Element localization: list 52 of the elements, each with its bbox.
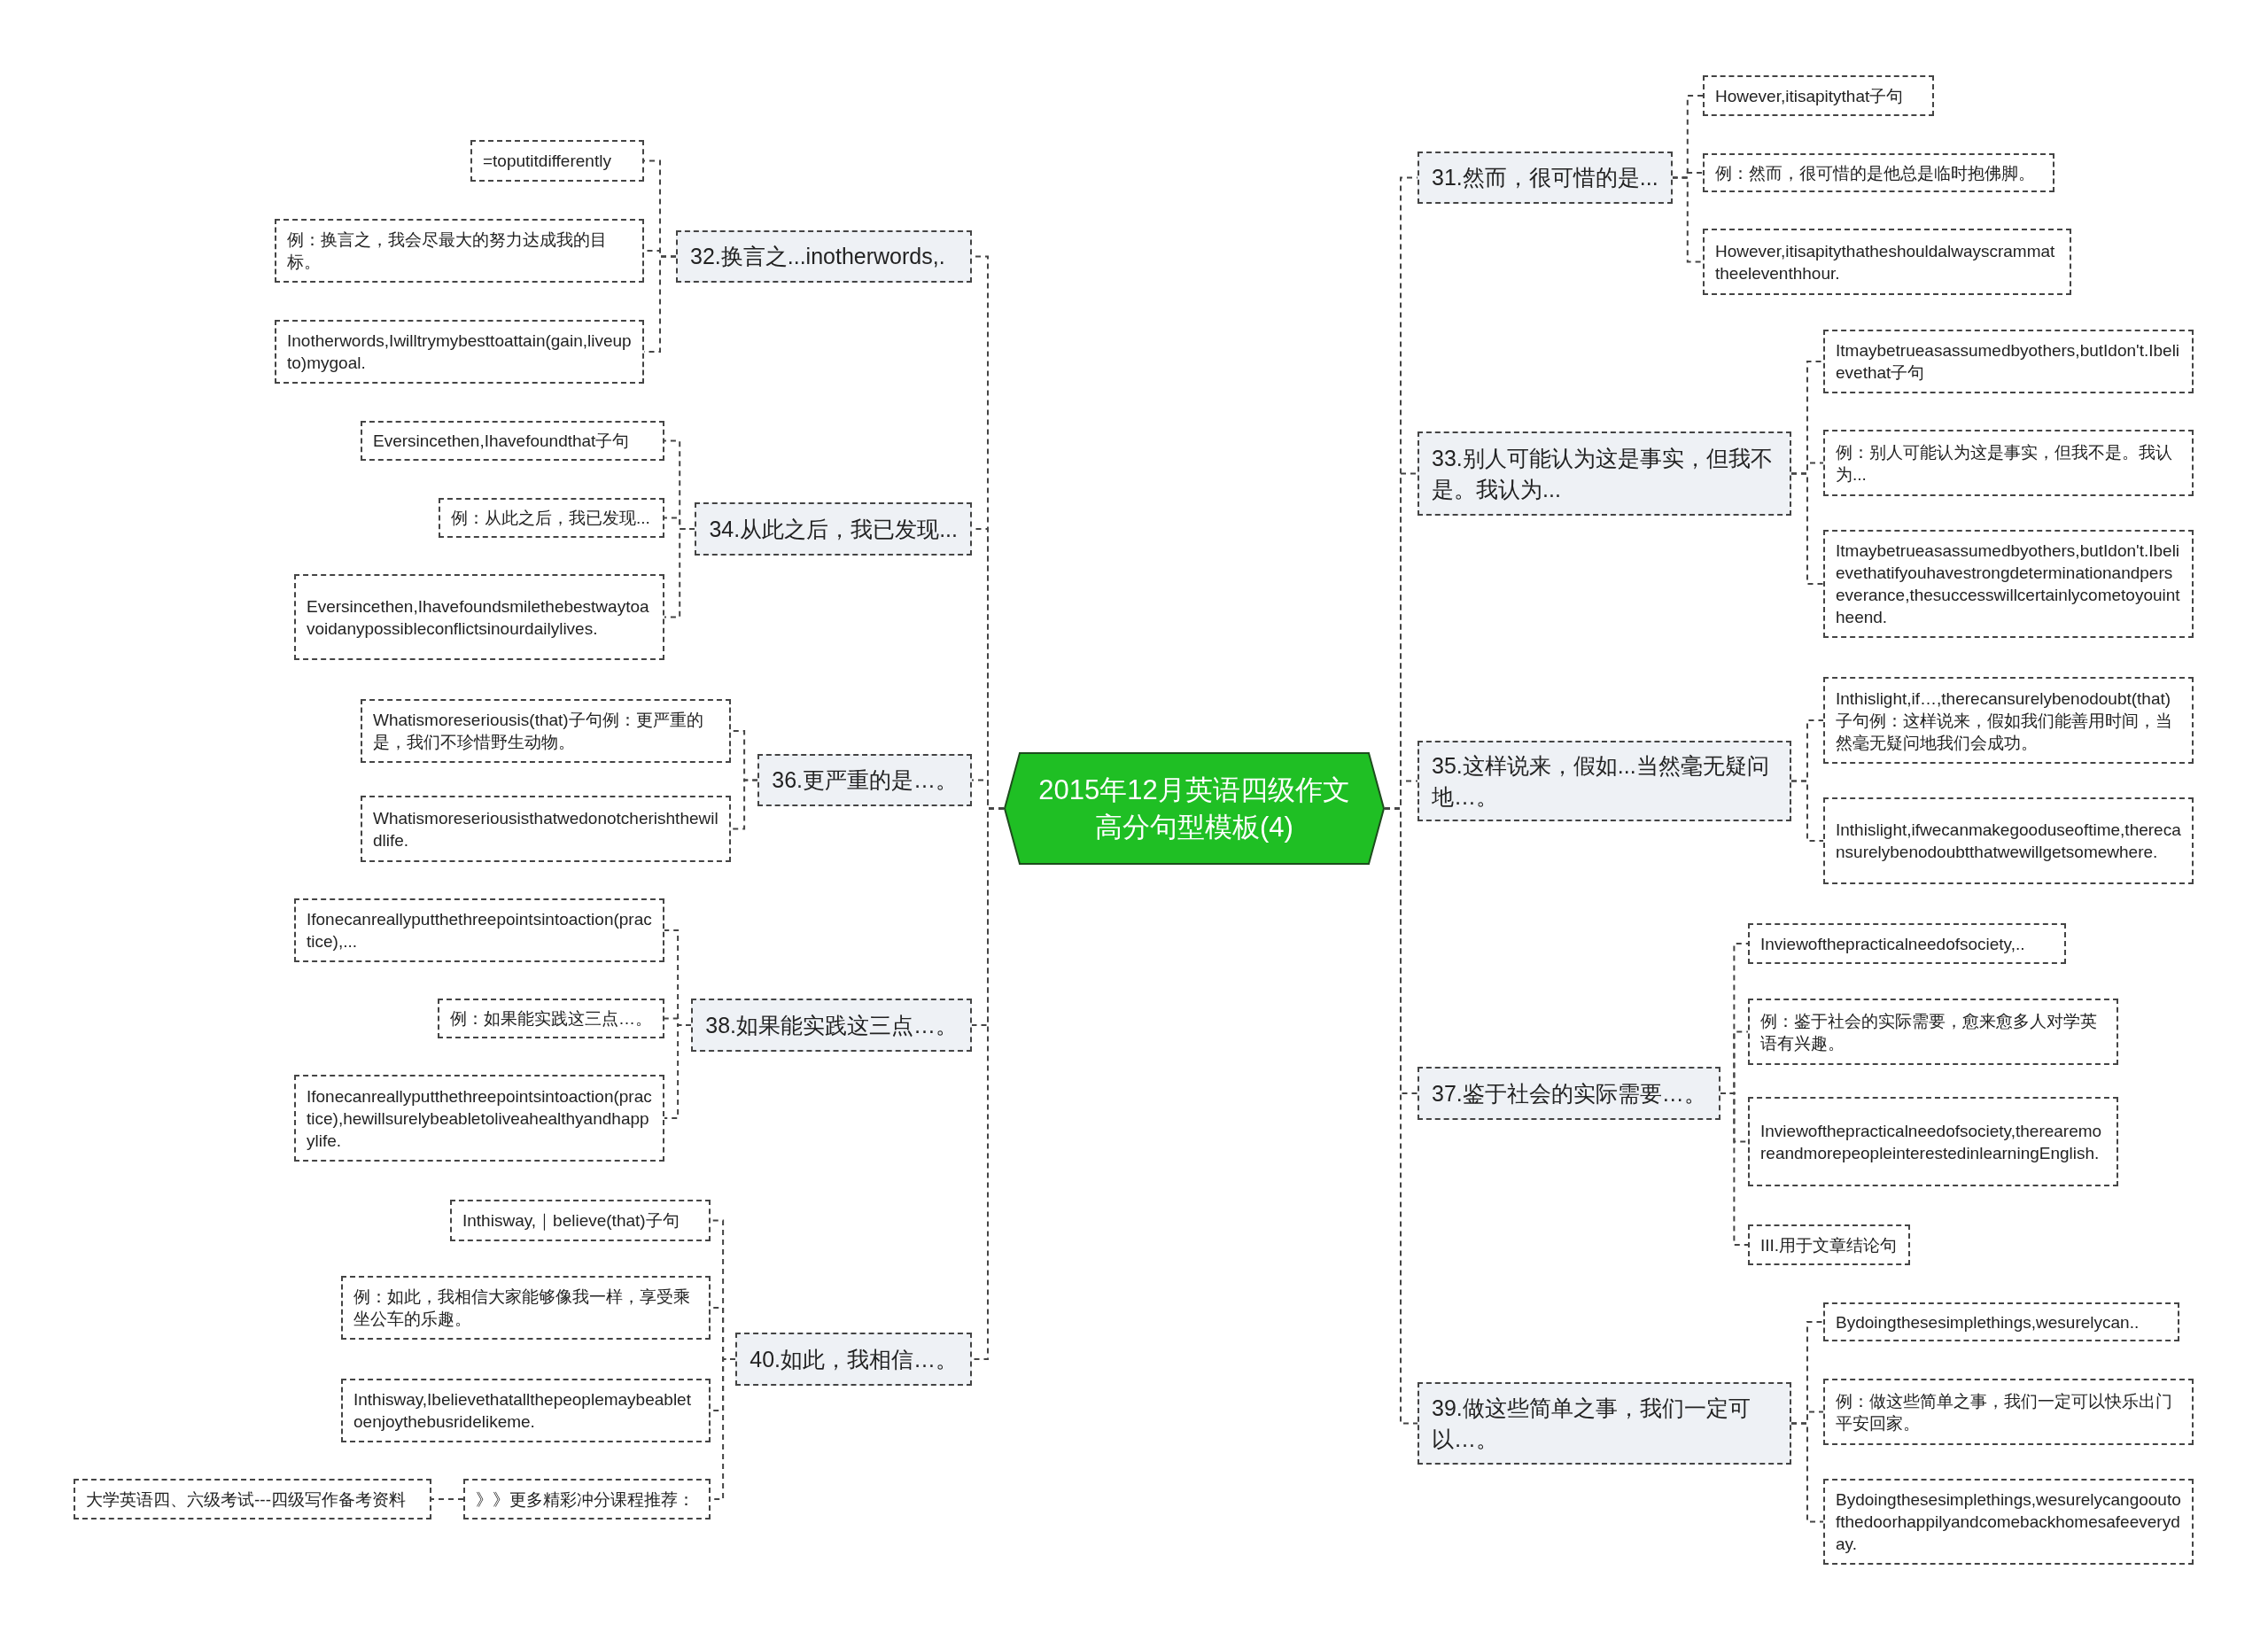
topic-box: 32.换言之...inotherwords,.	[676, 230, 972, 283]
connector-line	[1719, 1092, 1749, 1246]
subtopic-box: 例：然而，很可惜的是他总是临时抱佛脚。	[1703, 153, 2054, 192]
subtopic-box: 例：做这些简单之事，我们一定可以快乐出门平安回家。	[1823, 1379, 2194, 1445]
topic-box: 38.如果能实践这三点…。	[691, 999, 972, 1052]
topic-box: 31.然而，很可惜的是...	[1418, 152, 1673, 204]
topic-box: 39.做这些简单之事，我们一定可以…。	[1418, 1382, 1791, 1465]
connector-line	[1790, 780, 1824, 842]
subtopic-box: However,itisapitythat子句	[1703, 75, 1934, 116]
topic-box: 40.如此，我相信…。	[735, 1333, 972, 1386]
subtopic-box: 例：换言之，我会尽最大的努力达成我的目标。	[275, 219, 644, 283]
subtopic-box: Inthisway,｜believe(that)子句	[450, 1200, 711, 1241]
subtopic-box: 例：如果能实践这三点…。	[438, 999, 664, 1038]
subtopic-box: 大学英语四、六级考试---四级写作备考资料	[74, 1479, 431, 1520]
subtopic-box: Inotherwords,Iwilltrymybesttoattain(gain,liveupto)mygoal.	[275, 320, 644, 384]
subtopic-box: Whatismoreseriousisthatwedonotcherishthewildlife.	[361, 796, 731, 862]
topic-box: 36.更严重的是…。	[757, 754, 972, 806]
subtopic-box: 例：别人可能认为这是事实，但我不是。我认为...	[1823, 430, 2194, 496]
connector-line	[1790, 1422, 1824, 1523]
subtopic-box: Itmaybetrueasassumedbyothers,butIdon't.Ibelievethat子句	[1823, 330, 2194, 393]
central-topic-hexagon: 2015年12月英语四级作文高分句型模板(4)	[1004, 752, 1385, 865]
subtopic-box: Inviewofthepracticalneedofsociety,..	[1748, 923, 2066, 964]
connector-line	[664, 1024, 693, 1119]
subtopic-box: Itmaybetrueasassumedbyothers,butIdon't.Ibelievethatifyouhavestrongdeterminationandperseverance,thesuccesswillcertainlycometoyouintheend.	[1823, 530, 2194, 638]
connector-line	[730, 779, 759, 830]
subtopic-box: Eversincethen,Ihavefoundsmilethebestwaytoavoidanypossibleconflictsinourdailylives.	[294, 574, 664, 660]
subtopic-box: Bydoingthesesimplethings,wesurelycangooutofthedoorhappilyandcomebackhomesafeeveryday.	[1823, 1479, 2194, 1565]
subtopic-box: 》》更多精彩冲分课程推荐：	[463, 1479, 711, 1520]
connector-line	[1790, 472, 1824, 585]
subtopic-box: Ifonecanreallyputthethreepointsintoaction(practice),...	[294, 898, 664, 962]
connector-line	[664, 528, 696, 618]
topic-box: 33.别人可能认为这是事实，但我不是。我认为...	[1418, 431, 1791, 516]
subtopic-box: Whatismoreseriousis(that)子句例：更严重的是，我们不珍惜野生动物。	[361, 699, 731, 763]
connector-line	[431, 1498, 464, 1500]
connector-line	[1671, 176, 1704, 263]
subtopic-box: 例：如此，我相信大家能够像我一样，享受乘坐公车的乐趣。	[341, 1276, 711, 1340]
subtopic-box: III.用于文章结论句	[1748, 1224, 1910, 1265]
subtopic-box: Eversincethen,Ihavefoundthat子句	[361, 421, 664, 461]
subtopic-box: 例：从此之后，我已发现...	[439, 498, 664, 538]
subtopic-box: However,itisapitythatheshouldalwayscrammattheeleventhhour.	[1703, 229, 2071, 295]
subtopic-box: Inthisway,Ibelievethatallthepeoplemaybeabletoenjoythebusridelikeme.	[341, 1379, 711, 1442]
subtopic-box: Inthislight,ifwecanmakegooduseoftime,therecansurelybenodoubtthatwewillgetsomewhere.	[1823, 797, 2194, 884]
subtopic-box: Bydoingthesesimplethings,wesurelycan..	[1823, 1302, 2179, 1341]
topic-box: 37.鉴于社会的实际需要…。	[1418, 1067, 1720, 1120]
topic-box: 35.这样说来，假如...当然毫无疑问地…。	[1418, 741, 1791, 821]
subtopic-box: Inviewofthepracticalneedofsociety,therearemoreandmorepeopleinterestedinlearningEnglish.	[1748, 1097, 2118, 1186]
connector-line	[1384, 807, 1418, 1425]
topic-box: 34.从此之后，我已发现...	[695, 502, 972, 556]
subtopic-box: Inthislight,if…,therecansurelybenodoubt(that)子句例：这样说来，假如我们能善用时间，当然毫无疑问地我们会成功。	[1823, 677, 2194, 764]
subtopic-box: 例：鉴于社会的实际需要，愈来愈多人对学英语有兴趣。	[1748, 999, 2118, 1065]
subtopic-box: Ifonecanreallyputthethreepointsintoaction(practice),hewillsurelybeabletoliveahealthyandhappylife.	[294, 1075, 664, 1162]
subtopic-box: =toputitdifferently	[470, 140, 644, 182]
